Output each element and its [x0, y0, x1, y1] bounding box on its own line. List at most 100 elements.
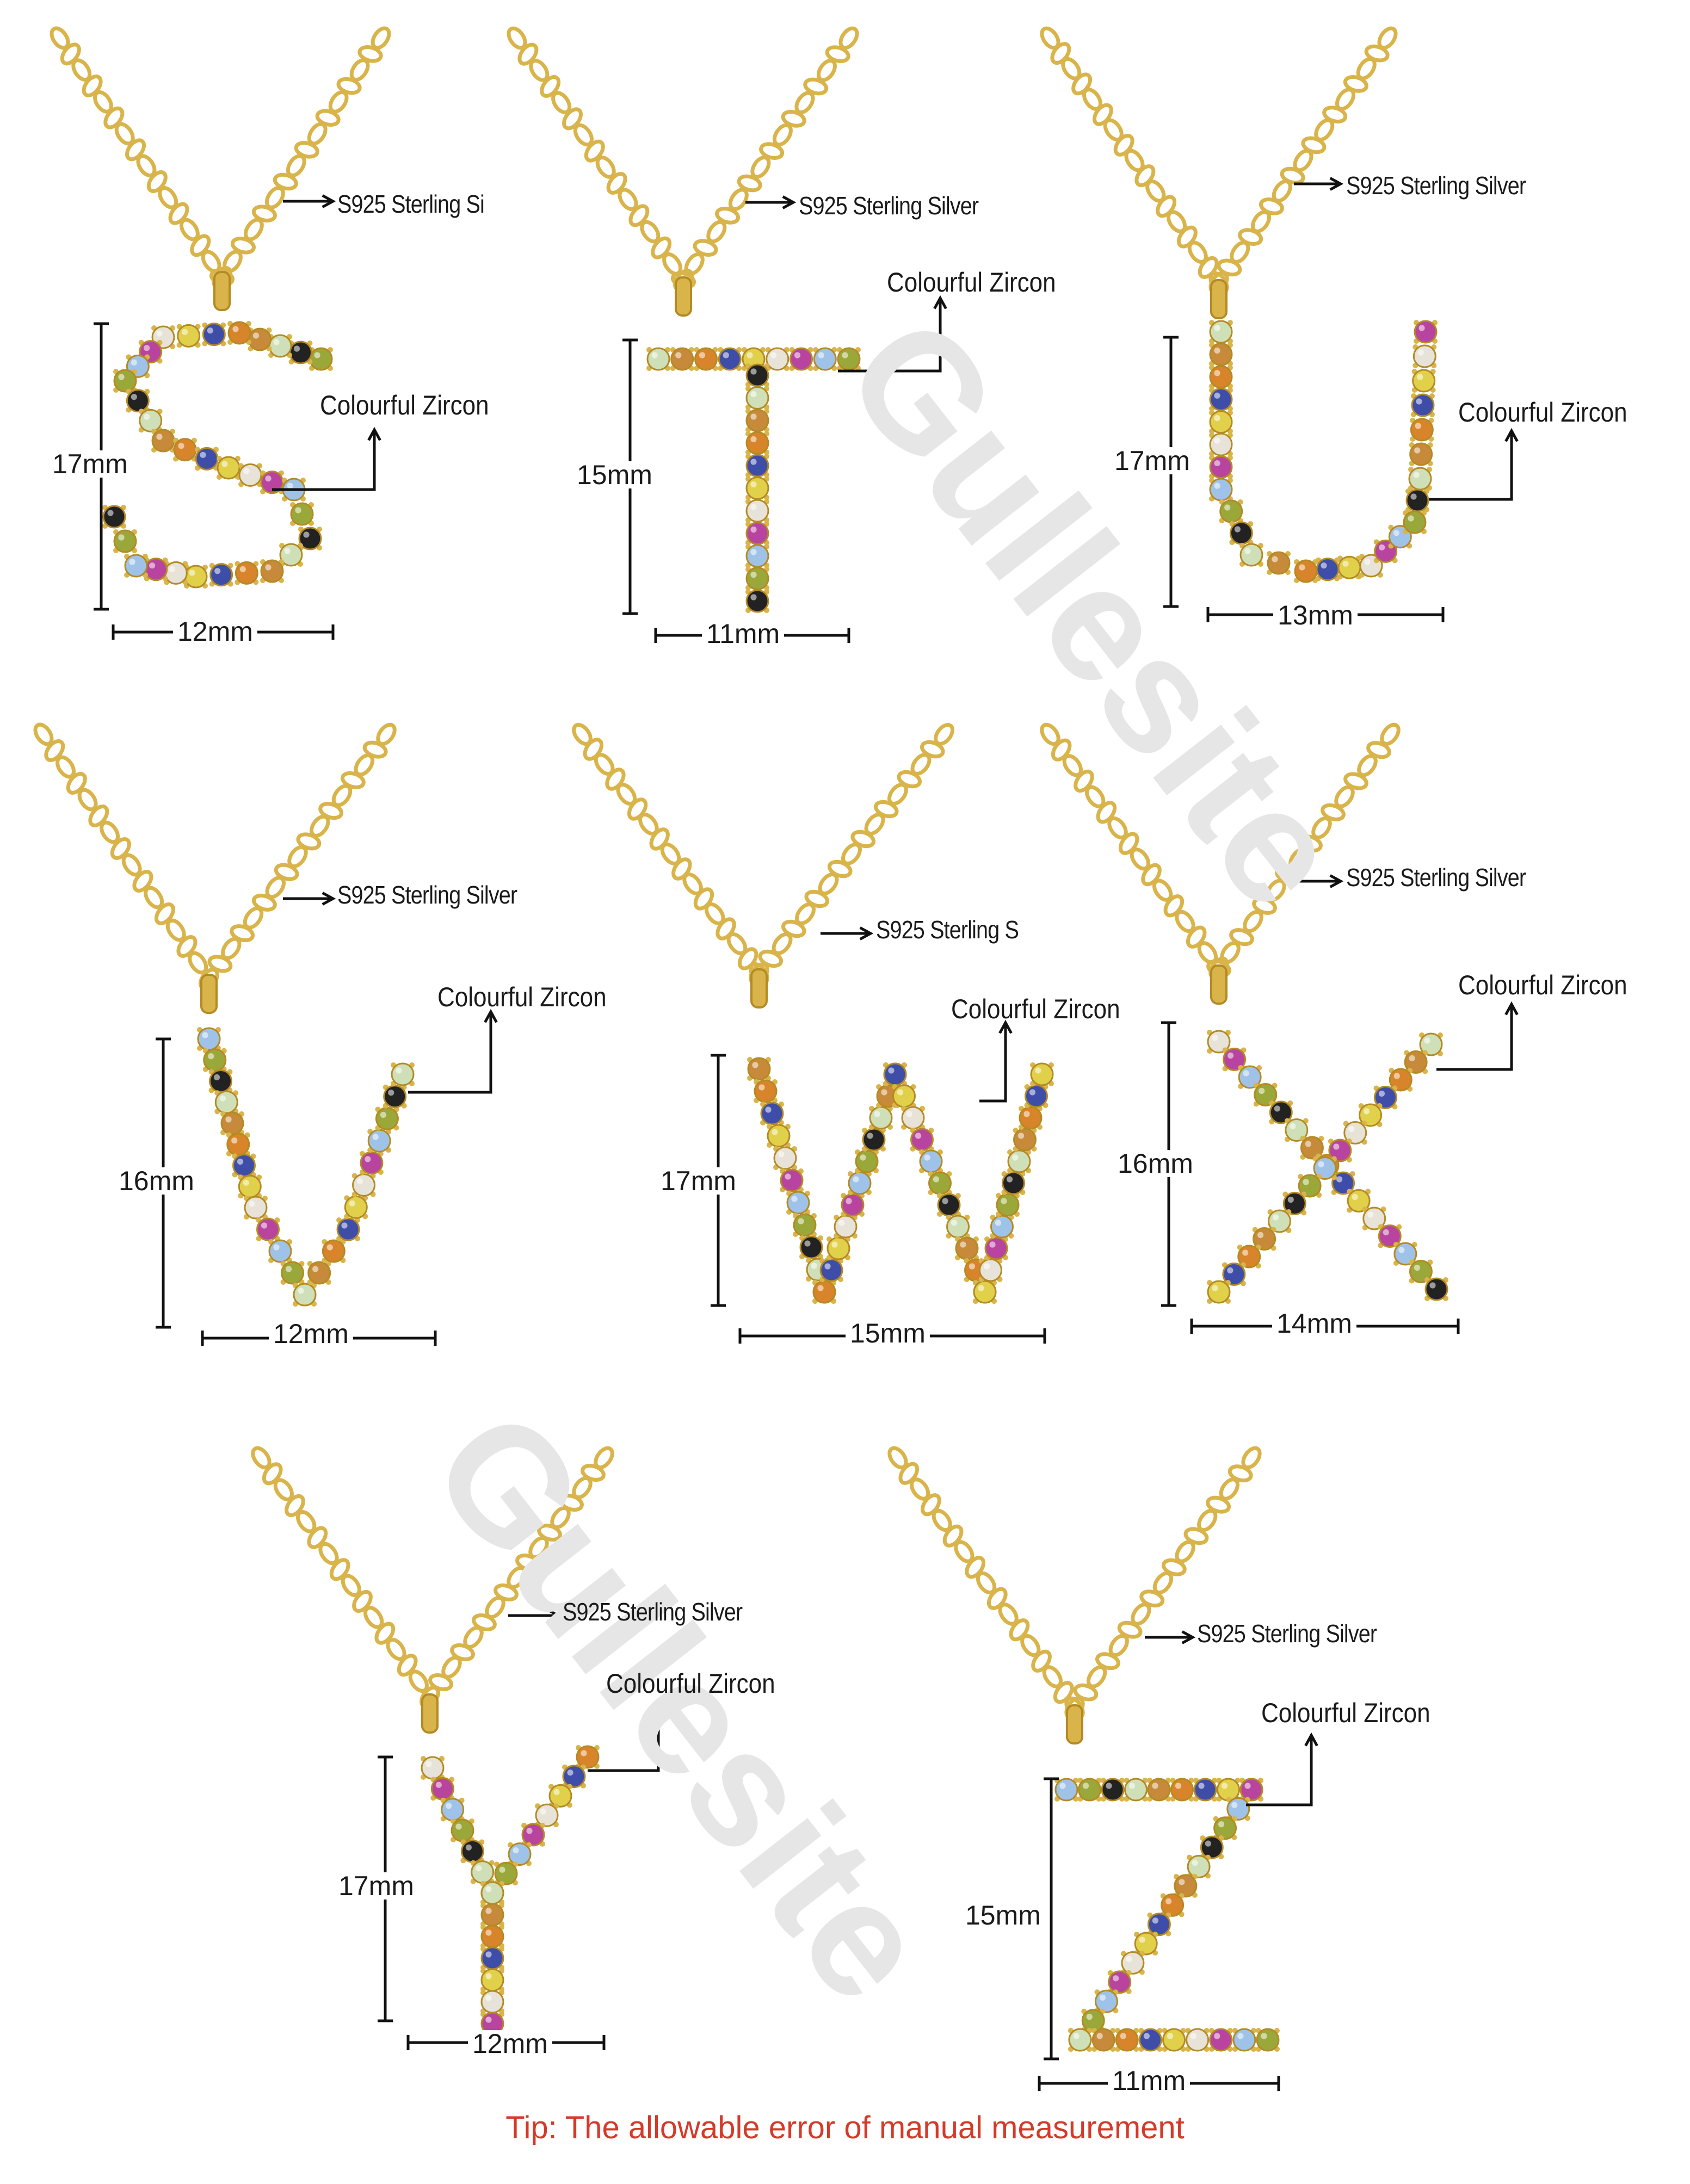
gem-shine — [372, 1134, 379, 1140]
zircon-stone — [1200, 1835, 1224, 1859]
gem-shine — [1243, 1070, 1249, 1076]
gem-shine — [1120, 2033, 1126, 2039]
chain-link — [88, 805, 109, 827]
height-label-z: 15mm — [961, 1902, 1045, 1929]
zircon-stone — [1294, 559, 1318, 583]
zircon-stone — [1410, 418, 1434, 442]
chain-link — [55, 755, 76, 779]
gem-shine — [1429, 1282, 1436, 1289]
gem-shine — [1214, 482, 1220, 489]
zircon-stone — [383, 1085, 407, 1109]
chain-link — [649, 827, 670, 851]
zircon-stone — [391, 1062, 415, 1086]
gem-shine — [435, 1781, 442, 1788]
chain-link — [1096, 801, 1117, 824]
gem-shine — [824, 1263, 831, 1270]
chain-link — [121, 853, 142, 877]
height-label-x: 16mm — [1113, 1150, 1198, 1177]
gem-shine — [182, 329, 188, 335]
zircon-stone — [548, 1784, 572, 1808]
gem-shine — [365, 1156, 371, 1162]
chain-link — [336, 77, 362, 95]
gem-shine — [1175, 1783, 1182, 1789]
zircon-stone — [227, 321, 251, 345]
chain-link — [781, 110, 806, 128]
gem-shine — [699, 352, 706, 358]
gem-shine — [1218, 1821, 1225, 1828]
chain-link — [605, 768, 626, 791]
zircon-stone — [745, 567, 769, 590]
zircon-stone — [790, 347, 813, 371]
material-arrow-u-head — [1329, 177, 1344, 191]
chain-link — [627, 797, 648, 821]
chain-left-u — [1040, 26, 1229, 295]
gem-shine — [1237, 2033, 1244, 2039]
zircon-stone — [1115, 2028, 1139, 2052]
zircon-stone — [1239, 543, 1263, 567]
gem-shine — [1006, 1176, 1013, 1183]
gem-shine — [1393, 530, 1399, 536]
gem-shine — [581, 1750, 587, 1756]
gem-shine — [750, 504, 757, 510]
zircon-label-v: Colourful Zircon — [437, 982, 607, 1012]
zircon-stone — [745, 544, 769, 568]
chain-link — [190, 234, 211, 257]
gem-shine — [1001, 1198, 1007, 1204]
zircon-arrow-w-head — [998, 1019, 1013, 1034]
zircon-stone — [260, 559, 284, 583]
zircon-stone — [1209, 455, 1233, 479]
zircon-stone — [928, 1171, 952, 1195]
chain-link — [165, 918, 186, 942]
gem-shine — [1367, 1211, 1374, 1218]
material-label-u: S925 Sterling Silver — [1346, 171, 1526, 200]
gem-shine — [273, 1244, 280, 1251]
gem-shine — [1417, 374, 1423, 380]
gem-shine — [485, 1995, 492, 2001]
zircon-stone — [834, 1215, 858, 1239]
zircon-label-u: Colourful Zircon — [1458, 397, 1627, 428]
pendant-letter-t — [646, 347, 861, 613]
gem-shine — [1152, 1783, 1158, 1789]
material-label-w: S925 Sterling S — [876, 915, 1019, 944]
gem-shine — [144, 345, 150, 351]
zircon-label-w: Colourful Zircon — [951, 994, 1120, 1024]
material-arrow-t-head — [782, 195, 797, 209]
chain-link — [517, 42, 539, 66]
zircon-stone — [1226, 1797, 1250, 1821]
pendant-letter-u — [1209, 320, 1438, 583]
material-arrow-x-head — [1329, 874, 1344, 888]
zircon-arrow-v — [408, 1012, 492, 1094]
chain-link — [1095, 1652, 1120, 1671]
zircon-stone — [1147, 1778, 1171, 1802]
chain-link — [273, 172, 298, 191]
gem-shine — [485, 2016, 492, 2023]
chain-link — [110, 837, 131, 860]
zircon-stone — [1413, 344, 1436, 368]
material-arrow-z-head — [1181, 1630, 1196, 1644]
gem-shine — [1305, 1141, 1312, 1147]
zircon-stone — [290, 502, 314, 526]
gem-shine — [303, 531, 310, 538]
zircon-stone — [480, 1925, 504, 1948]
gem-shine — [1214, 325, 1220, 331]
gem-shine — [1410, 493, 1417, 500]
chain-link — [1031, 1649, 1052, 1673]
zircon-stone — [209, 563, 233, 587]
material-arrow-v-head — [322, 892, 336, 906]
width-label-u: 13mm — [1273, 602, 1358, 629]
gem-shine — [791, 1196, 798, 1202]
zircon-stone — [421, 1756, 445, 1780]
gem-shine — [1299, 564, 1305, 571]
chain-link — [1186, 925, 1207, 949]
chain-right-u — [1208, 26, 1398, 295]
zircon-stone — [766, 347, 790, 371]
pendant-bail-z — [1066, 1704, 1083, 1744]
chain-link — [1009, 1618, 1030, 1642]
chain-link — [1161, 1558, 1187, 1576]
zircon-arrow-s — [272, 430, 376, 491]
zircon-stone — [1193, 1778, 1217, 1802]
zircon-stone — [1007, 1149, 1031, 1173]
chain-link — [251, 893, 277, 912]
gem-shine — [131, 394, 137, 400]
gem-shine — [1214, 392, 1220, 399]
